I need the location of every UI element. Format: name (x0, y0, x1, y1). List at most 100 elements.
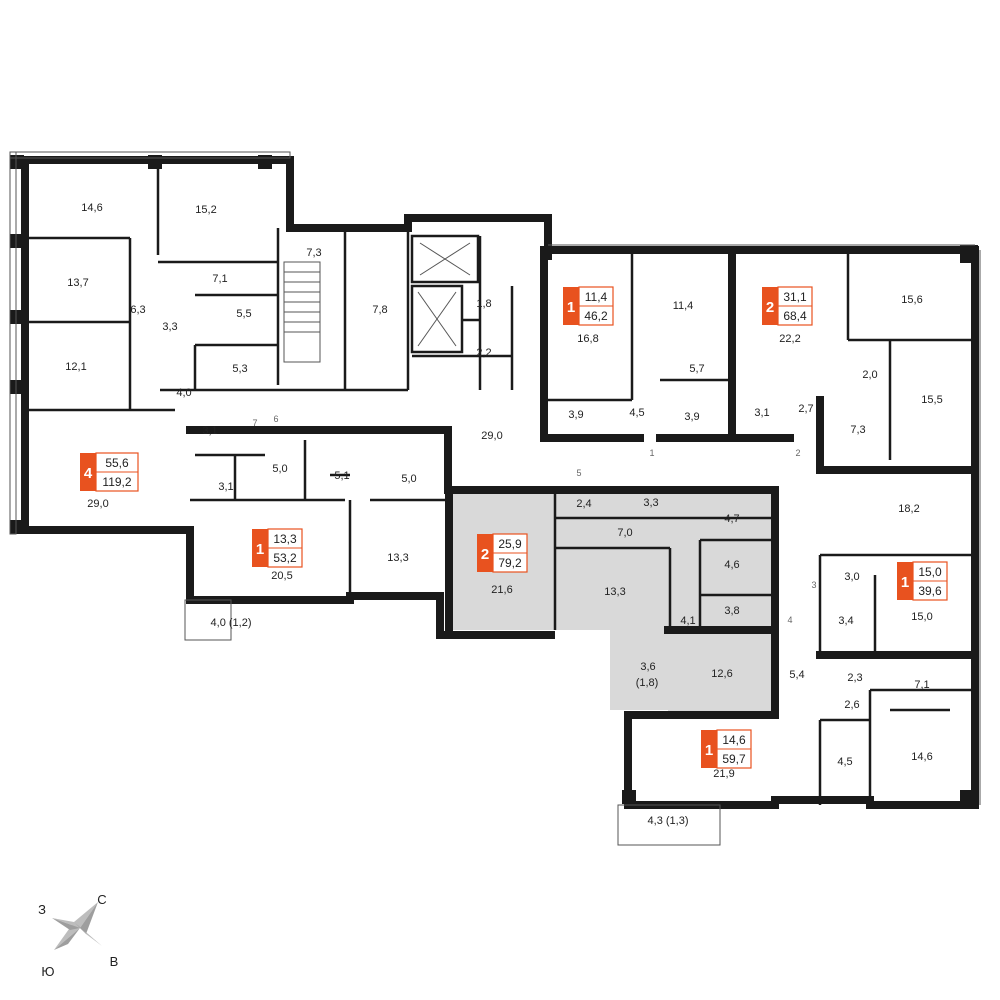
door-label: 1 (649, 448, 654, 458)
room-area: 3,6 (640, 661, 655, 673)
room-area: 21,9 (713, 768, 734, 780)
room-area: 13,3 (604, 586, 625, 598)
apartment-rooms: 2 (766, 299, 774, 316)
room-area: 7,3 (306, 247, 321, 259)
apartment-rooms: 4 (84, 465, 93, 482)
apartment-card[interactable]: 1 15,0 39,6 (897, 561, 948, 601)
compass-north: С (97, 892, 106, 907)
facade-lines (9, 151, 981, 846)
room-area: 7,1 (914, 679, 929, 691)
room-area: 7,3 (850, 424, 865, 436)
room-area: 3,1 (202, 425, 217, 437)
apartment-living-area: 55,6 (105, 456, 129, 470)
room-area: 5,0 (272, 463, 287, 475)
room-area: 18,2 (898, 503, 919, 515)
door-label: 7 (252, 418, 257, 428)
apartment-card[interactable]: 4 55,6 119,2 (80, 452, 139, 492)
room-area: 12,1 (65, 361, 86, 373)
room-area: 2,6 (844, 699, 859, 711)
apartment-card[interactable]: 2 31,1 68,4 (762, 286, 813, 326)
room-area: 14,6 (81, 202, 102, 214)
door-label: 2 (795, 448, 800, 458)
room-area: 13,3 (387, 552, 408, 564)
compass-west: З (38, 902, 46, 917)
highlighted-apartment[interactable] (449, 488, 775, 712)
room-area: 5,1 (334, 470, 349, 482)
apartment-rooms: 1 (705, 742, 713, 759)
apartment-living-area: 31,1 (783, 290, 807, 304)
room-area: 3,4 (838, 615, 853, 627)
room-area: 22,2 (779, 333, 800, 345)
room-area: 3,0 (844, 571, 859, 583)
room-area: 2,2 (476, 347, 491, 359)
apartment-card[interactable]: 1 14,6 59,7 (701, 729, 752, 769)
apartment-rooms: 2 (481, 546, 489, 563)
interior-walls (25, 160, 979, 805)
room-area: 3,1 (218, 481, 233, 493)
room-area: 4,0 (1,2) (211, 617, 252, 629)
room-area: 20,5 (271, 570, 292, 582)
apartment-card[interactable]: 1 13,3 53,2 (252, 528, 303, 568)
apartment-total-area: 79,2 (498, 556, 522, 570)
room-area: 2,3 (847, 672, 862, 684)
apartment-total-area: 119,2 (102, 475, 131, 489)
room-area: 5,3 (232, 363, 247, 375)
apartment-total-area: 53,2 (273, 551, 297, 565)
room-area: 5,5 (236, 308, 251, 320)
door-label: 6 (273, 414, 278, 424)
room-area: 1,8 (476, 298, 491, 310)
apartment-rooms: 1 (256, 541, 264, 558)
door-label: 3 (811, 580, 816, 590)
room-area: 4,3 (1,3) (648, 815, 689, 827)
room-area: 4,0 (176, 387, 191, 399)
room-area: 11,4 (673, 300, 694, 312)
room-area: 7,8 (372, 304, 387, 316)
room-area: 3,9 (568, 409, 583, 421)
room-area: 7,0 (617, 527, 632, 539)
room-area: 4,5 (837, 756, 852, 768)
room-area: 12,6 (711, 668, 732, 680)
room-area: 3,3 (162, 321, 177, 333)
apartment-rooms: 1 (567, 299, 575, 316)
door-label: 5 (576, 468, 581, 478)
room-area-labels: 14,6 15,2 13,7 7,1 6,3 3,3 5,5 12,1 5,3 … (65, 202, 942, 827)
room-area: 4,1 (680, 615, 695, 627)
room-area: (1,8) (636, 677, 659, 689)
room-area: 2,4 (576, 498, 591, 510)
room-area: 3,8 (724, 605, 739, 617)
compass-south: Ю (41, 964, 54, 979)
door-label: 4 (787, 615, 792, 625)
room-area: 4,5 (629, 407, 644, 419)
room-area: 5,0 (401, 473, 416, 485)
apartment-living-area: 15,0 (918, 565, 942, 579)
room-area: 29,0 (87, 498, 108, 510)
room-area: 13,7 (67, 277, 88, 289)
room-area: 2,0 (862, 369, 877, 381)
compass-icon: С З В Ю (38, 892, 118, 979)
apartment-card[interactable]: 1 11,4 46,2 (563, 286, 614, 326)
apartment-living-area: 25,9 (498, 537, 522, 551)
room-area: 2,7 (798, 403, 813, 415)
apartment-total-area: 39,6 (918, 584, 942, 598)
apartment-living-area: 14,6 (722, 733, 746, 747)
room-area: 21,6 (491, 584, 512, 596)
apartment-living-area: 13,3 (273, 532, 297, 546)
apartment-total-area: 59,7 (722, 752, 746, 766)
room-area: 15,6 (901, 294, 922, 306)
exterior-walls (10, 155, 979, 809)
apartment-living-area: 11,4 (585, 290, 608, 304)
room-area: 29,0 (481, 430, 502, 442)
staircase (283, 242, 471, 363)
room-area: 3,1 (754, 407, 769, 419)
room-area: 5,4 (789, 669, 804, 681)
apartment-card[interactable]: 2 25,9 79,2 (477, 533, 528, 573)
room-area: 3,9 (684, 411, 699, 423)
room-area: 5,7 (689, 363, 704, 375)
room-area: 15,5 (921, 394, 942, 406)
apartment-total-area: 68,4 (783, 309, 807, 323)
door-labels: 7 6 5 1 2 3 4 (252, 414, 816, 625)
room-area: 15,0 (911, 611, 932, 623)
room-area: 6,3 (130, 304, 145, 316)
room-area: 14,6 (911, 751, 932, 763)
room-area: 4,6 (724, 559, 739, 571)
